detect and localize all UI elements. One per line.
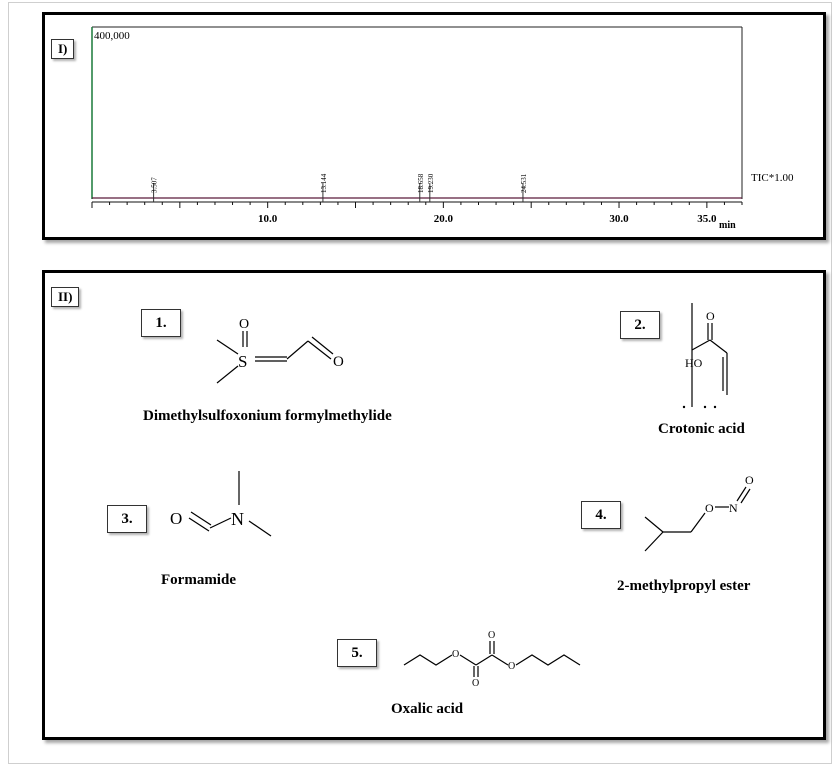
compound-name-2: Crotonic acid [658, 421, 745, 437]
atom-o-carbonyl-bottom: O [472, 678, 479, 689]
atom-o-sulfoxide: O [239, 317, 249, 332]
atom-o-carbonyl-top: O [488, 630, 495, 641]
compound-name-5: Oxalic acid [391, 701, 464, 717]
atom-o-ester: O [705, 501, 714, 515]
series-label: TIC*1.00 [751, 172, 794, 184]
structure-2-methylpropyl-ester: O N O [644, 473, 754, 552]
x-tick-label: 35.0 [697, 213, 717, 225]
structure-oxalic-acid-ester: O O O O [403, 630, 581, 689]
atom-n: N [231, 509, 244, 529]
atom-o-carbonyl: O [706, 309, 715, 323]
structures-panel: II) 1. S O O Dimethylsulfoxonium formylm… [42, 270, 826, 740]
compound-number-3: 3. [107, 505, 147, 533]
panel-label-1: I) [51, 39, 75, 59]
structure-formamide: O N [170, 471, 272, 537]
atom-o-formyl: O [170, 509, 182, 528]
compound-name-1: Dimethylsulfoxonium formylmethylide [143, 408, 392, 424]
x-tick-label: 20.0 [434, 213, 454, 225]
peak-label: 18.658 [417, 173, 425, 193]
tic-chromatogram: 400,000 TIC*1.00 min 10.0 20.0 30.0 35.0 3.5… [91, 26, 794, 231]
peak-label: 13.144 [320, 173, 328, 193]
structure-dimethylsulfoxonium: S O O [216, 317, 344, 384]
x-axis-unit: min [719, 220, 736, 231]
compound-number-4: 4. [581, 501, 621, 529]
compound-number-1: 1. [141, 309, 181, 337]
chromatogram-panel: I) 400,000 TIC*1.00 min 10.0 20.0 30.0 35.0… [42, 12, 826, 240]
y-max-label: 400,000 [94, 30, 130, 42]
atom-ho: HO [685, 356, 703, 370]
atom-s: S [238, 352, 247, 371]
peak-label: 24.531 [520, 173, 528, 193]
atom-o-right: O [508, 661, 515, 672]
panel-label-2: II) [51, 287, 80, 307]
atom-o-nitroso: O [745, 473, 754, 487]
x-tick-label: 30.0 [609, 213, 629, 225]
atom-o-left: O [452, 649, 459, 660]
compound-number-2: 2. [620, 311, 660, 339]
compound-number-5: 5. [337, 639, 377, 667]
peak-label: 19.230 [427, 173, 435, 193]
x-tick-label: 10.0 [258, 213, 278, 225]
compound-name-4-label: 2-methylpropyl ester [617, 578, 751, 594]
compound-name-3: Formamide [161, 572, 236, 588]
peak-label: 3.507 [151, 177, 159, 193]
structure-crotonic-acid: O HO [682, 303, 728, 409]
atom-n-nitroso: N [729, 501, 738, 515]
page-border [8, 2, 832, 764]
atom-o-aldehyde: O [333, 354, 344, 370]
